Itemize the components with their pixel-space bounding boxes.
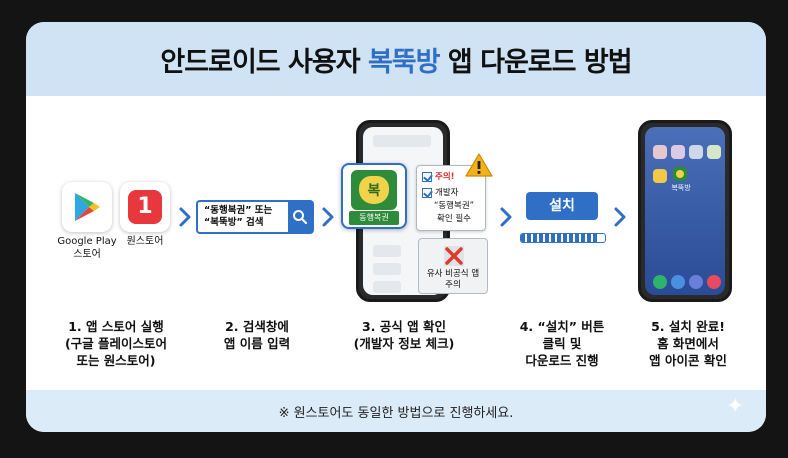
- search-text-line1: “동행복권” 또는: [204, 205, 273, 216]
- download-progress-bar: [520, 233, 606, 243]
- chevron-right-icon: [322, 207, 334, 227]
- message-app-icon: [671, 275, 685, 289]
- folder-icon: [653, 169, 667, 183]
- sparkle-icon: ✦: [726, 394, 745, 419]
- onestore-glyph: 1: [128, 190, 162, 224]
- browser-app-icon: [689, 275, 703, 289]
- official-app-icon: 복: [351, 170, 397, 210]
- google-play-label: Google Play 스토어: [57, 236, 117, 260]
- onestore-icon: 1: [120, 182, 170, 232]
- fake-app-warning-text: 유사 비공식 앱 주의: [426, 269, 480, 290]
- official-app-name: 동행복권: [349, 211, 399, 225]
- footer-note: ※ 원스토어도 동일한 방법으로 진행하세요.: [278, 405, 514, 421]
- checkbox-checked-icon: [422, 188, 432, 198]
- page-title: 안드로이드 사용자 복뚝방 앱 다운로드 방법: [160, 46, 632, 78]
- installed-app-label: 복뚝방: [671, 184, 691, 192]
- chevron-right-icon: [500, 207, 512, 227]
- check-required: 확인 필수: [437, 214, 471, 224]
- official-app-card: 복 동행복권: [341, 163, 407, 229]
- footer: ※ 원스토어도 동일한 방법으로 진행하세요.: [26, 390, 766, 432]
- onestore-label: 원스토어: [126, 236, 164, 247]
- search-text-line2: “복뚝방” 검색: [204, 217, 264, 228]
- header: 안드로이드 사용자 복뚝방 앱 다운로드 방법: [26, 22, 766, 96]
- step-3-caption: 3. 공식 앱 확인(개발자 정보 체크): [353, 319, 455, 351]
- checkbox-checked-icon: [422, 172, 432, 182]
- home-screen: 복뚝방: [645, 127, 725, 295]
- lucky-bag-icon: 복: [359, 176, 389, 204]
- google-play-icon: [62, 182, 112, 232]
- download-progress-fill: [521, 234, 597, 242]
- installed-app-icon: [673, 167, 687, 181]
- guide-card: 안드로이드 사용자 복뚝방 앱 다운로드 방법 Google Play 스토어 …: [26, 22, 766, 432]
- phone-home-screen: 복뚝방: [638, 120, 732, 302]
- warning-title: 주의!: [435, 172, 455, 182]
- fake-app-warning-card: 유사 비공식 앱 주의: [418, 238, 488, 294]
- warning-icon: [465, 153, 493, 177]
- check-developer-name: “동행복권”: [433, 201, 475, 211]
- camera-app-icon: [707, 275, 721, 289]
- phone-app-icon: [653, 275, 667, 289]
- check-developer-label: 개발자: [435, 188, 459, 198]
- search-input-illustration: “동행복권” 또는 “복뚝방” 검색: [196, 200, 314, 234]
- install-button-illustration: 설치: [526, 192, 598, 220]
- title-app-name: 복뚝방: [367, 46, 441, 78]
- x-mark-icon: [444, 246, 464, 266]
- chevron-right-icon: [614, 207, 626, 227]
- chevron-right-icon: [179, 207, 191, 227]
- search-icon: [288, 202, 312, 232]
